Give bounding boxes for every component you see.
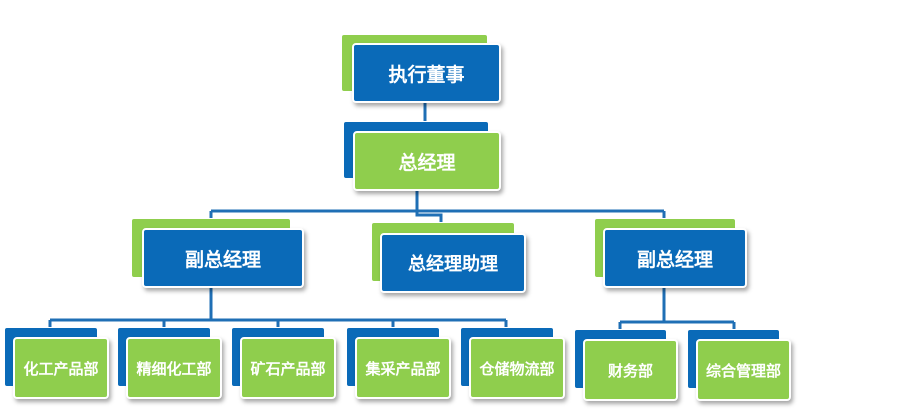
node-vp-right: 副总经理 [594, 218, 748, 291]
node-dept-ore: 矿石产品部 [231, 327, 336, 399]
node-dept-fine-box: 精细化工部 [126, 337, 222, 399]
node-dept-logistics: 仓储物流部 [460, 327, 565, 399]
node-vp-left: 副总经理 [131, 218, 306, 291]
node-dept-purchase-label: 集采产品部 [365, 359, 441, 378]
node-dept-ore-label: 矿石产品部 [250, 359, 326, 378]
node-dept-fine-label: 精细化工部 [136, 359, 212, 378]
node-dept-finance-label: 财务部 [607, 361, 653, 380]
node-vp-right-label: 副总经理 [636, 248, 713, 271]
node-assistant-box: 总经理助理 [380, 233, 526, 293]
node-ceo-label: 执行董事 [388, 63, 465, 86]
node-gm-label: 总经理 [398, 151, 456, 174]
node-gm-box: 总经理 [353, 131, 501, 191]
node-gm: 总经理 [343, 121, 503, 192]
node-assistant: 总经理助理 [371, 222, 526, 295]
node-dept-chem-box: 化工产品部 [13, 337, 109, 399]
connector-assistant [415, 211, 443, 226]
node-dept-purchase: 集采产品部 [346, 327, 451, 399]
node-assistant-label: 总经理助理 [408, 254, 498, 275]
node-vp-left-label: 副总经理 [184, 248, 261, 271]
node-dept-chem: 化工产品部 [4, 327, 109, 399]
node-dept-ore-box: 矿石产品部 [240, 337, 336, 399]
node-dept-finance-box: 财务部 [583, 339, 678, 401]
node-dept-fine: 精细化工部 [117, 327, 222, 399]
node-dept-logistics-box: 仓储物流部 [469, 337, 565, 399]
node-dept-chem-label: 化工产品部 [23, 359, 99, 378]
node-dept-logistics-label: 仓储物流部 [479, 359, 555, 378]
node-ceo: 执行董事 [341, 34, 503, 104]
node-dept-purchase-box: 集采产品部 [355, 337, 451, 399]
node-dept-admin: 综合管理部 [687, 329, 791, 401]
node-vp-right-box: 副总经理 [603, 228, 747, 288]
node-dept-admin-label: 综合管理部 [705, 361, 781, 380]
node-dept-finance: 财务部 [574, 329, 678, 401]
node-dept-admin-box: 综合管理部 [696, 339, 791, 401]
node-ceo-box: 执行董事 [352, 43, 501, 103]
node-vp-left-box: 副总经理 [142, 228, 304, 288]
